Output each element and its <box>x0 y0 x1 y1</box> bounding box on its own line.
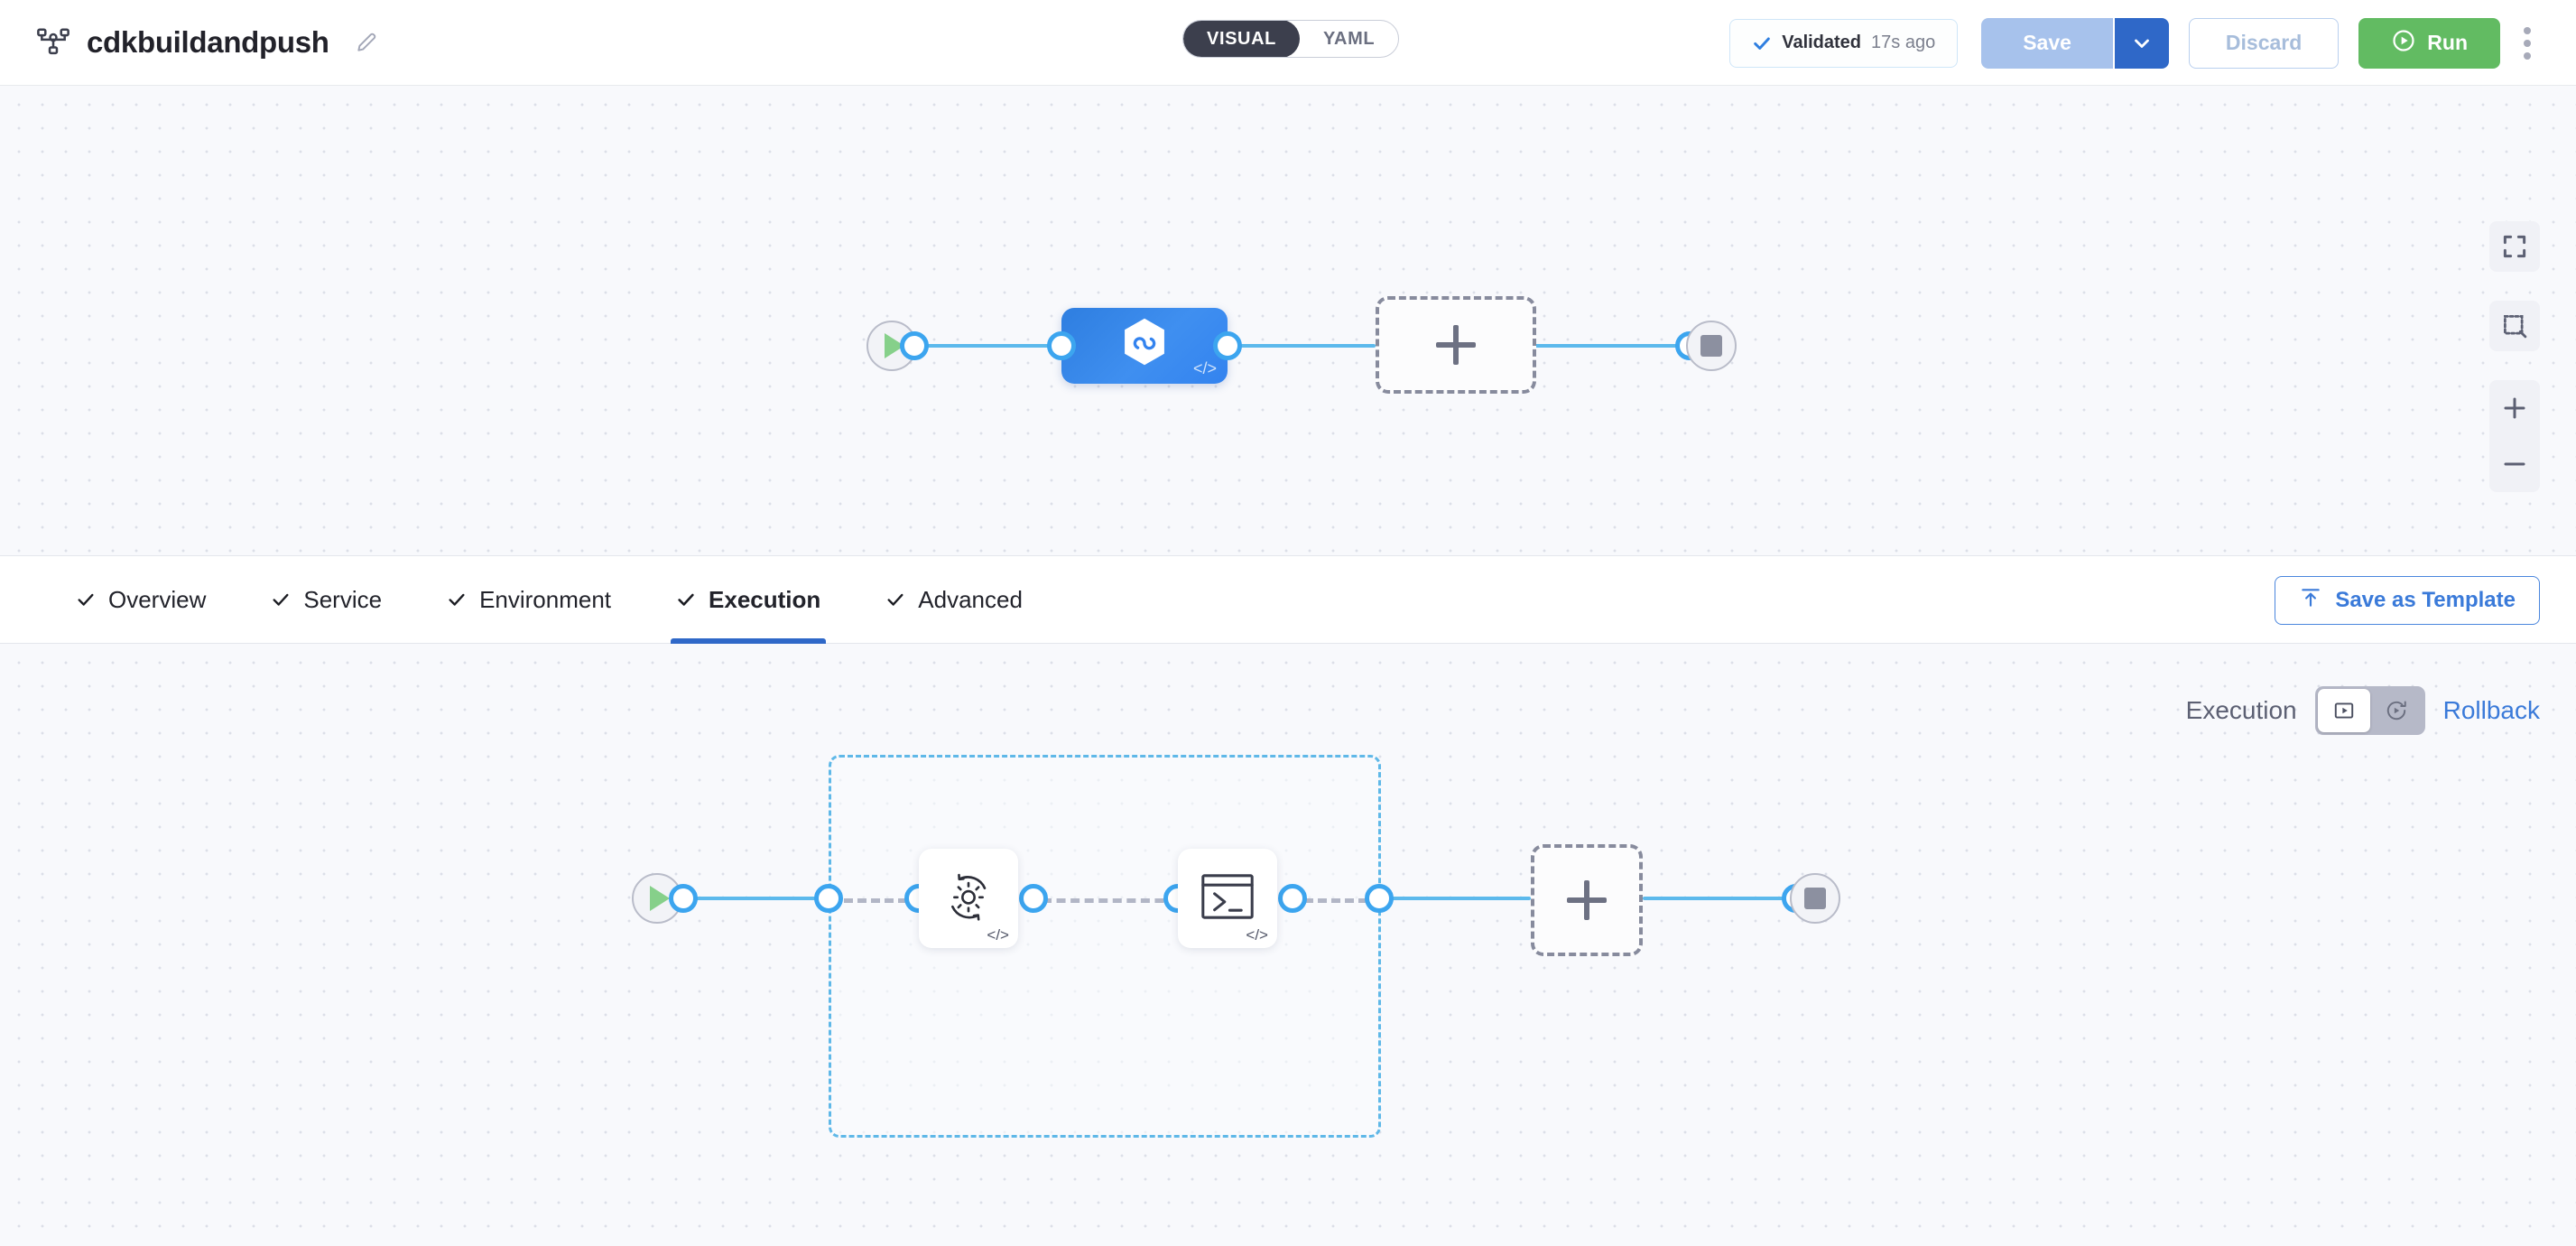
upload-template-icon <box>2299 586 2322 616</box>
port-group-in[interactable] <box>814 884 843 913</box>
canvas-controls <box>2489 221 2540 492</box>
step-code-badge: </> <box>1246 926 1268 944</box>
run-label: Run <box>2427 31 2468 54</box>
port-buildpush-out[interactable] <box>1278 884 1307 913</box>
port-start-out[interactable] <box>900 331 929 360</box>
execution-toggle[interactable] <box>2314 686 2425 735</box>
tab-overview[interactable]: Overview <box>43 555 238 644</box>
edge-dind-to-buildpush <box>1042 898 1178 903</box>
edge-start-to-ckd <box>903 344 1065 348</box>
port-group-out[interactable] <box>1365 884 1394 913</box>
stage-canvas[interactable]: </> ckd Add Stage <box>0 86 2576 602</box>
tab-label: Environment <box>479 585 612 613</box>
add-step-button[interactable] <box>1531 844 1643 956</box>
zoom-out-icon[interactable] <box>2489 436 2540 492</box>
harness-cd-hexagon-icon <box>1119 317 1170 376</box>
edge-addstep-to-end <box>1643 897 1796 900</box>
step-code-badge: </> <box>987 926 1009 944</box>
edge-ckd-to-addstage <box>1228 344 1376 348</box>
app-header: cdkbuildandpush VISUAL YAML Validated 17… <box>0 0 2576 86</box>
execution-play-box-icon[interactable] <box>2317 689 2370 732</box>
status-badge: Validated 17s ago <box>1729 18 1959 68</box>
edge-addstage-to-end <box>1534 344 1688 348</box>
edge-buildpush-to-groupend <box>1304 898 1381 903</box>
check-icon <box>271 590 291 609</box>
step-node-build-and-push[interactable]: </> <box>1178 849 1277 948</box>
save-button-group[interactable]: Save <box>1981 17 2169 69</box>
pipeline-tabs: Overview Service Environment Execution <box>0 555 2576 644</box>
execution-node-layer: build <box>0 644 2576 1246</box>
tab-execution[interactable]: Execution <box>644 555 853 644</box>
check-icon <box>76 590 96 609</box>
validated-time: 17s ago <box>1871 33 1936 52</box>
check-icon <box>885 590 905 609</box>
port-ckd-out[interactable] <box>1213 331 1242 360</box>
edge-group-to-addstep <box>1379 897 1531 900</box>
tab-label: Advanced <box>918 585 1023 613</box>
select-region-icon[interactable] <box>2489 301 2540 351</box>
zoom-controls <box>2489 380 2540 492</box>
play-icon <box>650 886 670 911</box>
chevron-down-icon[interactable] <box>2114 17 2169 69</box>
mode-toggle[interactable]: VISUAL YAML <box>1182 20 1400 58</box>
check-icon <box>676 590 696 609</box>
stop-icon <box>1804 888 1826 909</box>
plus-icon <box>1567 880 1607 920</box>
header-left: cdkbuildandpush <box>0 25 378 60</box>
zoom-in-icon[interactable] <box>2489 380 2540 436</box>
save-as-template-button[interactable]: Save as Template <box>2275 576 2540 625</box>
add-stage-button[interactable] <box>1376 296 1536 394</box>
port-ckd-in[interactable] <box>1047 331 1076 360</box>
kebab-menu-icon[interactable] <box>2500 16 2554 70</box>
rollback-arrow-icon[interactable] <box>2370 689 2423 732</box>
terminal-icon <box>1199 871 1256 926</box>
stage-node-ckd[interactable]: </> <box>1061 308 1228 384</box>
tab-environment[interactable]: Environment <box>414 555 644 644</box>
execution-canvas[interactable]: build <box>0 644 2576 1246</box>
stage-node-layer: </> ckd Add Stage <box>0 86 2576 602</box>
edge-start-to-group <box>672 897 835 900</box>
step-group-build[interactable] <box>829 755 1381 1138</box>
run-button[interactable]: Run <box>2358 17 2500 69</box>
save-button[interactable]: Save <box>1981 17 2115 69</box>
validated-label: Validated <box>1782 33 1862 52</box>
stage-code-badge: </> <box>1192 359 1217 377</box>
tab-label: Overview <box>108 585 207 613</box>
edge-group-to-dind <box>844 898 934 903</box>
play-icon <box>885 333 904 358</box>
port-exec-start-out[interactable] <box>669 884 698 913</box>
header-actions: Validated 17s ago Save Discard <box>1729 0 2554 86</box>
play-circle-icon <box>2391 28 2416 59</box>
pencil-icon[interactable] <box>346 31 378 54</box>
tab-label: Service <box>303 585 383 613</box>
pipeline-end-node[interactable] <box>1686 321 1737 371</box>
gear-refresh-icon <box>941 869 996 929</box>
tab-visual[interactable]: VISUAL <box>1183 21 1300 57</box>
port-dind-out[interactable] <box>1019 884 1048 913</box>
tab-list: Overview Service Environment Execution <box>0 555 1055 644</box>
step-node-dind[interactable]: </> <box>919 849 1018 948</box>
tab-service[interactable]: Service <box>238 555 414 644</box>
fullscreen-icon[interactable] <box>2489 221 2540 272</box>
check-icon <box>447 590 467 609</box>
stop-icon <box>1700 335 1722 357</box>
plus-icon <box>1436 325 1476 365</box>
pipeline-nodes-icon <box>36 25 70 60</box>
rollback-label[interactable]: Rollback <box>2442 696 2540 724</box>
execution-label: Execution <box>2185 696 2297 724</box>
save-as-template-label: Save as Template <box>2335 588 2516 612</box>
discard-button[interactable]: Discard <box>2188 17 2340 69</box>
check-icon <box>1752 33 1772 53</box>
tab-yaml[interactable]: YAML <box>1322 28 1376 49</box>
execution-end-node[interactable] <box>1790 873 1840 924</box>
tab-label: Execution <box>709 585 821 613</box>
execution-rollback-switch: Execution Rollback <box>2186 686 2540 735</box>
page-title: cdkbuildandpush <box>87 25 329 59</box>
tab-advanced[interactable]: Advanced <box>853 555 1055 644</box>
